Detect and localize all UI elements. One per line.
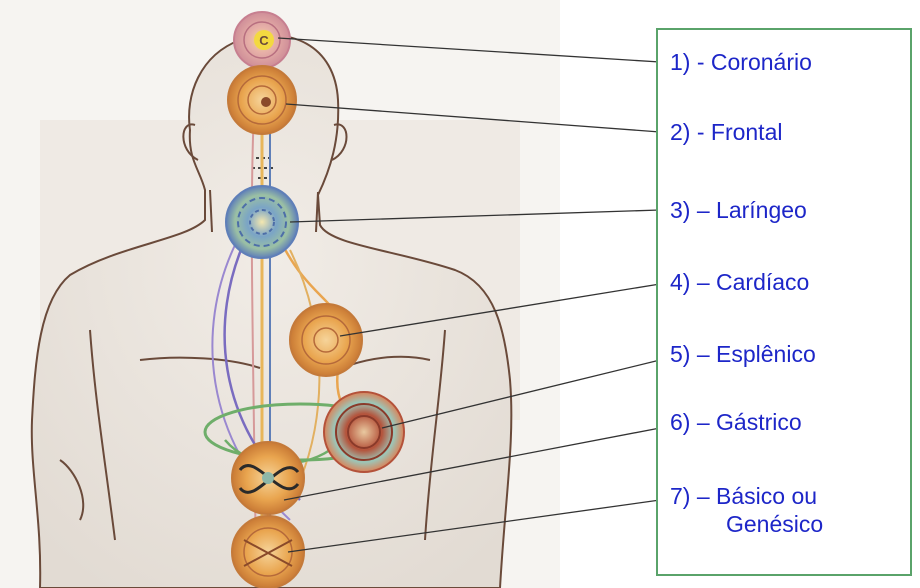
chakra-cardiac [290, 304, 362, 376]
legend-label: 5) – Esplênico [670, 341, 816, 367]
chakra-frontal [228, 66, 296, 134]
chakra-gastric [232, 442, 304, 514]
legend-item-esplenico: 5) – Esplênico [670, 340, 816, 368]
legend-item-laringeo: 3) – Laríngeo [670, 196, 807, 224]
legend-label: 7) – Básico ou [670, 483, 817, 509]
legend-item-cardiaco: 4) – Cardíaco [670, 268, 809, 296]
legend-label-line2: Genésico [670, 510, 823, 538]
legend-item-basico: 7) – Básico ou Genésico [670, 482, 823, 538]
legend-item-coronario: 1) - Coronário [670, 48, 812, 76]
legend-label: 1) - Coronário [670, 49, 812, 75]
chakra-splenic [324, 392, 404, 472]
legend-label: 2) - Frontal [670, 119, 782, 145]
legend-item-frontal: 2) - Frontal [670, 118, 782, 146]
svg-text:C: C [259, 33, 269, 48]
chakra-basic [232, 516, 304, 588]
legend-label: 3) – Laríngeo [670, 197, 807, 223]
legend-label: 4) – Cardíaco [670, 269, 809, 295]
chakra-laryngeal [226, 186, 298, 258]
legend-item-gastrico: 6) – Gástrico [670, 408, 802, 436]
legend-label: 6) – Gástrico [670, 409, 802, 435]
chakra-crown: C [234, 12, 290, 68]
